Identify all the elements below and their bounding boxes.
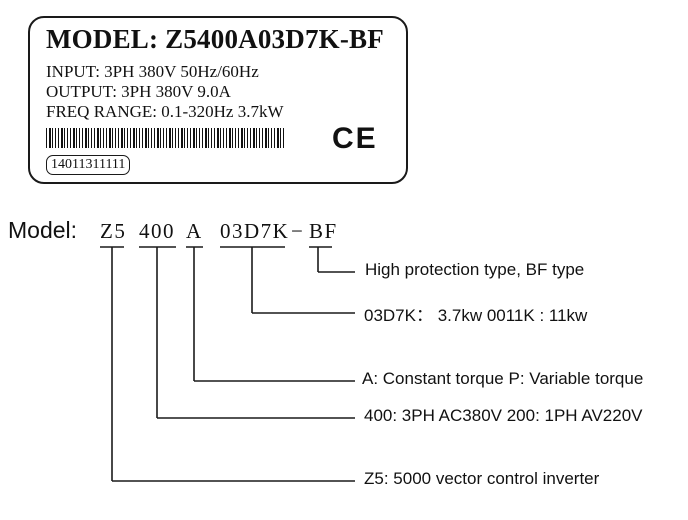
code-segment-protection: BF [309, 219, 338, 243]
code-segment-voltage: 400 [139, 219, 175, 243]
nameplate: MODEL: Z5400A03D7K-BF INPUT: 3PH 380V 50… [28, 16, 408, 184]
model-label: Model: [8, 217, 78, 243]
description-power: 03D7K： 3.7kw 0011K : 11kw [364, 306, 588, 325]
description-protection: High protection type, BF type [365, 260, 585, 279]
serial-number: 14011311111 [46, 155, 131, 175]
code-segment-torque: A [186, 219, 203, 243]
code-segment-power: 03D7K [220, 219, 290, 243]
description-series: Z5: 5000 vector control inverter [364, 469, 600, 488]
nameplate-output: OUTPUT: 3PH 380V 9.0A [46, 82, 231, 101]
code-segment-separator: − [291, 219, 305, 243]
ce-mark-icon: CE [332, 122, 378, 155]
barcode [46, 128, 286, 148]
nameplate-model: MODEL: Z5400A03D7K-BF [46, 24, 384, 54]
nameplate-input: INPUT: 3PH 380V 50Hz/60Hz [46, 62, 259, 81]
code-segment-series: Z5 [100, 219, 127, 243]
nameplate-freq-range: FREQ RANGE: 0.1-320Hz 3.7kW [46, 102, 284, 121]
description-torque: A: Constant torque P: Variable torque [362, 369, 644, 388]
description-voltage: 400: 3PH AC380V 200: 1PH AV220V [364, 406, 643, 425]
